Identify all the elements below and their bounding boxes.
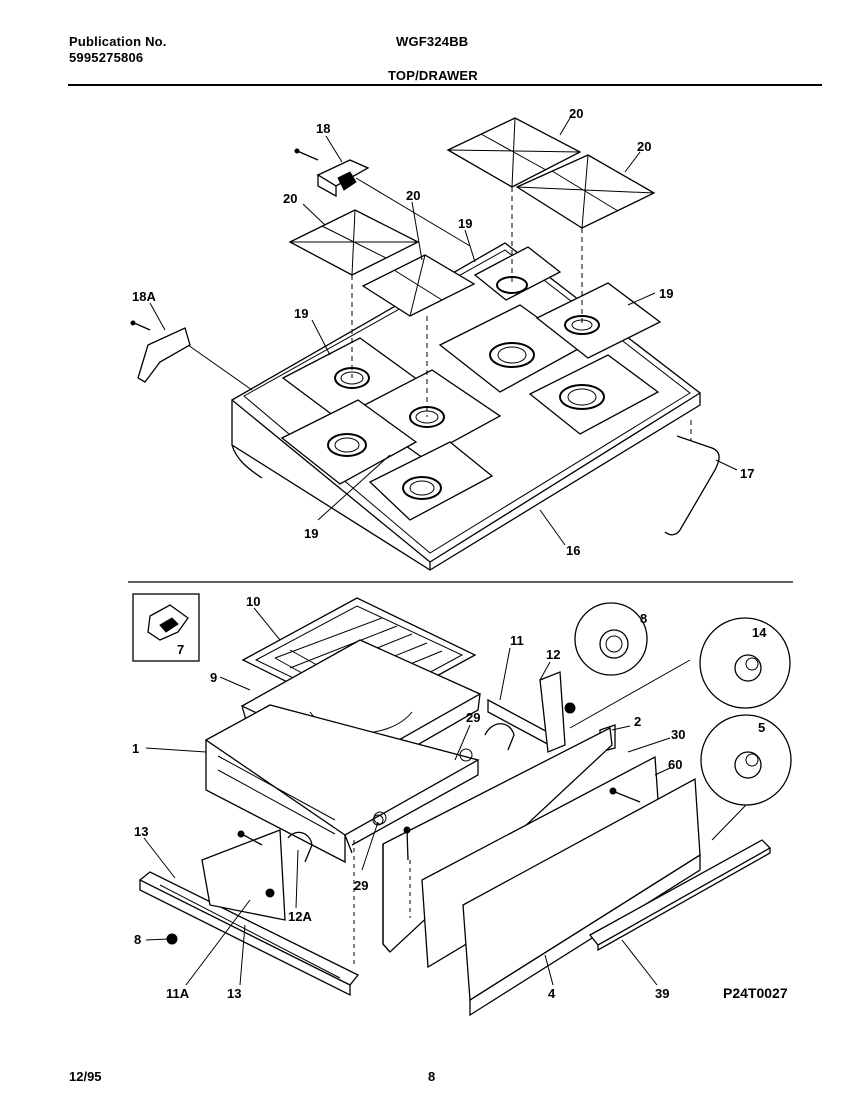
label-19-c: 19 <box>294 306 308 321</box>
label-60: 60 <box>668 757 682 772</box>
label-12: 12 <box>546 647 560 662</box>
label-11: 11 <box>510 633 524 648</box>
page-number: 8 <box>428 1069 436 1084</box>
label-9: 9 <box>210 670 217 685</box>
label-29-b: 29 <box>354 878 368 893</box>
label-2: 2 <box>634 714 641 729</box>
part-29-hook <box>484 723 515 751</box>
drawer-assembly <box>132 593 792 1017</box>
label-7: 7 <box>177 642 184 657</box>
footer-date: 12/95 <box>69 1069 102 1084</box>
leader-lines-bottom <box>143 607 671 986</box>
label-19-a: 19 <box>458 216 472 231</box>
label-13-b: 13 <box>227 986 241 1001</box>
cooktop-assembly <box>130 117 738 571</box>
label-29-a: 29 <box>466 710 480 725</box>
label-10: 10 <box>246 594 260 609</box>
burner-grates <box>288 117 656 317</box>
publication-label: Publication No. <box>69 34 167 49</box>
part-8-knob <box>564 602 648 714</box>
part-14-knob <box>569 617 791 729</box>
label-13-a: 13 <box>134 824 148 839</box>
model-number: WGF324BB <box>396 34 469 49</box>
label-39: 39 <box>655 986 669 1001</box>
label-18: 18 <box>316 121 330 136</box>
part-12a-bracket <box>201 829 286 921</box>
section-title: TOP/DRAWER <box>388 68 478 83</box>
label-30: 30 <box>671 727 685 742</box>
label-20-d: 20 <box>637 139 651 154</box>
assembly-guide-lines <box>351 187 692 440</box>
publication-number: 5995275806 <box>69 50 144 65</box>
label-14: 14 <box>752 625 767 640</box>
label-19-d: 19 <box>304 526 318 541</box>
label-12a: 12A <box>288 909 312 924</box>
label-8-nut: 8 <box>134 932 141 947</box>
diagram-code: P24T0027 <box>723 985 788 1001</box>
label-20-c: 20 <box>569 106 583 121</box>
part-5-knob <box>700 714 792 841</box>
part-13-rail <box>138 871 360 986</box>
leader-lines-top <box>149 117 738 546</box>
label-16: 16 <box>566 543 580 558</box>
label-8-knob: 8 <box>640 611 647 626</box>
label-4: 4 <box>548 986 556 1001</box>
label-11a: 11A <box>166 986 190 1001</box>
label-5: 5 <box>758 720 765 735</box>
label-19-b: 19 <box>659 286 673 301</box>
burner-panels <box>280 246 662 521</box>
label-20-b: 20 <box>406 188 420 203</box>
label-18a: 18A <box>132 289 156 304</box>
label-20-a: 20 <box>283 191 297 206</box>
part-18a-bracket <box>130 320 253 391</box>
header-divider <box>68 84 822 86</box>
part-12-bracket <box>539 671 566 753</box>
part-labels: 18 18A 20 20 20 20 19 19 19 19 16 17 7 1… <box>132 106 788 1001</box>
label-1: 1 <box>132 741 139 756</box>
label-17: 17 <box>740 466 754 481</box>
part-1-drawer-frame <box>204 704 480 864</box>
part-17-rod <box>664 435 720 536</box>
part-18-bracket <box>294 148 471 247</box>
